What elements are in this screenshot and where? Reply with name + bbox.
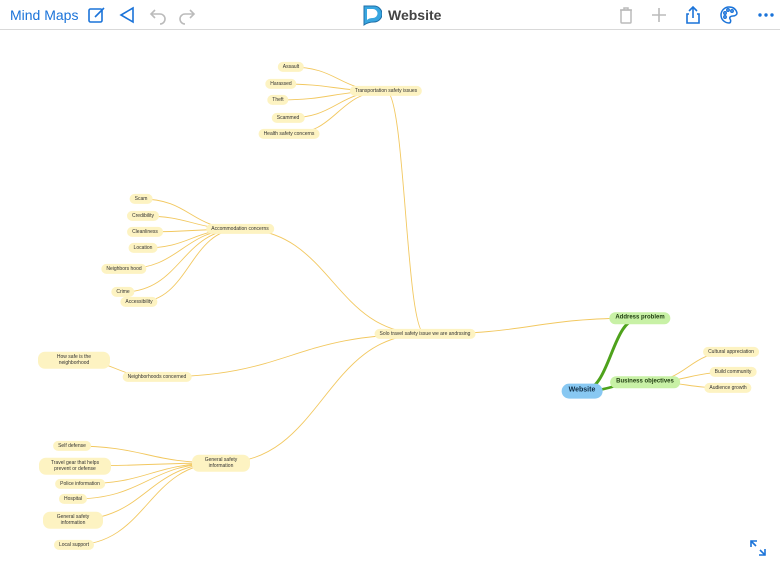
neighborhoods-node[interactable]: Neighborhoods concerned	[122, 371, 192, 383]
redo-icon[interactable]	[176, 4, 198, 26]
root-node[interactable]: Website	[561, 383, 603, 399]
general-info-child-node[interactable]: General safety information	[43, 511, 103, 529]
general-info-node[interactable]: General safety information	[192, 454, 250, 472]
transportation-child-node[interactable]: Scammed	[271, 112, 305, 124]
general-info-child-node[interactable]: Self defense	[53, 440, 91, 452]
mind-map-connections	[71, 66, 734, 546]
connection-line	[73, 462, 222, 546]
neighborhoods-child-node[interactable]: How safe is the neighborhood	[38, 351, 110, 369]
compose-icon[interactable]	[86, 4, 108, 26]
connection-line	[156, 333, 426, 378]
connection-line	[138, 228, 241, 303]
business-child-node[interactable]: Audience growth	[704, 382, 752, 394]
main-issue-node[interactable]: Solo travel safety issue we are andrssin…	[374, 328, 476, 340]
transportation-node[interactable]: Transportation safety issues	[349, 85, 423, 97]
undo-icon[interactable]	[147, 4, 169, 26]
add-icon[interactable]	[648, 4, 670, 26]
toolbar: Mind Maps Website	[0, 0, 780, 30]
connection-line	[239, 228, 426, 335]
business-child-node[interactable]: Cultural appreciation	[703, 346, 759, 358]
general-info-child-node[interactable]: Police information	[55, 478, 105, 490]
transportation-child-node[interactable]: Theft	[267, 94, 289, 106]
accommodation-child-node[interactable]: Location	[128, 242, 158, 254]
accommodation-child-node[interactable]: Neighbors hood	[101, 263, 147, 275]
general-info-child-node[interactable]: Local support	[53, 539, 95, 551]
accommodation-child-node[interactable]: Credibility	[127, 210, 159, 222]
accommodation-child-node[interactable]: Crime	[111, 286, 135, 298]
app-logo-icon	[363, 5, 382, 26]
fit-to-screen-icon[interactable]	[748, 538, 768, 558]
business-child-node[interactable]: Build community	[709, 366, 757, 378]
document-title: Website	[362, 3, 441, 27]
accommodation-child-node[interactable]: Scam	[129, 193, 153, 205]
back-to-mind-maps-link[interactable]: Mind Maps	[10, 7, 79, 23]
transportation-child-node[interactable]: Assault	[277, 61, 305, 73]
business-objectives-node[interactable]: Business objectives	[610, 376, 680, 388]
address-problem-node[interactable]: Address problem	[609, 312, 671, 324]
more-icon[interactable]	[755, 4, 777, 26]
connection-line	[385, 90, 426, 335]
palette-icon[interactable]	[718, 4, 740, 26]
share-icon[interactable]	[682, 4, 704, 26]
accommodation-child-node[interactable]: Cleanliness	[127, 226, 163, 238]
connection-line	[288, 90, 387, 135]
accommodation-node[interactable]: Accommodation concerns	[206, 223, 274, 235]
general-info-child-node[interactable]: Hospital	[58, 493, 88, 505]
transportation-child-node[interactable]: Health safety concerns	[258, 128, 320, 140]
trash-icon[interactable]	[615, 4, 637, 26]
accommodation-child-node[interactable]: Accessibility	[120, 296, 158, 308]
connection-line	[122, 228, 241, 293]
connection-line	[220, 333, 426, 464]
general-info-child-node[interactable]: Travel gear that helps prevent or defens…	[39, 457, 111, 475]
transportation-child-node[interactable]: Harassed	[265, 78, 297, 90]
navigate-icon[interactable]	[116, 4, 138, 26]
document-title-text: Website	[388, 7, 442, 23]
